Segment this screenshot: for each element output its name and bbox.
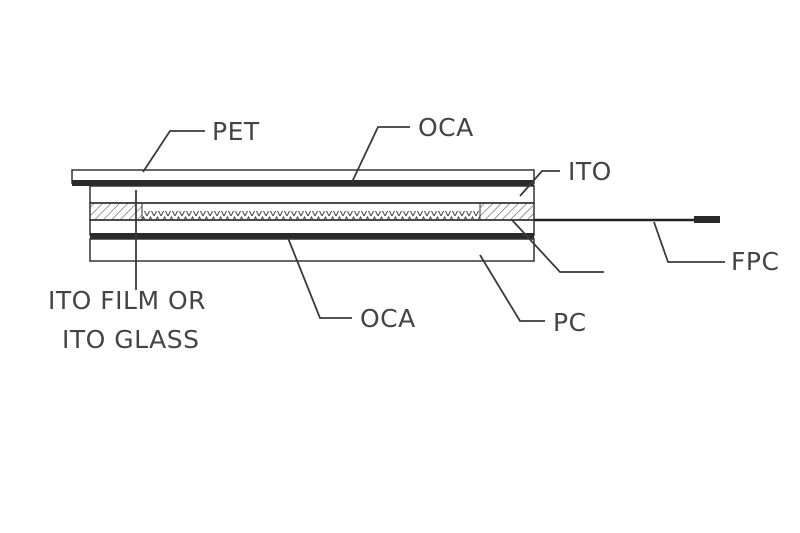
label-oca-bottom: OCA [360,304,416,333]
leader-pet [142,130,205,173]
leader-ito [519,170,560,197]
label-ito-film-line1: ITO FILM OR [48,286,206,315]
pc-layer [89,238,535,262]
label-oca-top: OCA [418,113,474,142]
leader-pc [479,254,545,322]
label-pet: PET [212,117,260,146]
hatched-seal-right [479,202,535,221]
leader-fpc [653,221,725,263]
oca-bottom-layer [90,233,534,239]
fpc-connector [694,216,720,223]
label-fpc: FPC [731,247,779,276]
leader-ito-lower [511,219,604,273]
label-ito-film-line2: ITO GLASS [62,325,199,354]
ito-pattern-wave [142,211,480,219]
leader-oca-bottom [287,237,352,319]
label-ito: ITO [568,157,612,186]
ito-film-lower [89,219,535,236]
oca-top-layer [72,180,534,186]
ito-film-upper [89,185,535,204]
label-pc: PC [553,308,587,337]
leader-oca-top [351,126,410,183]
hatched-seal-left [89,202,143,221]
